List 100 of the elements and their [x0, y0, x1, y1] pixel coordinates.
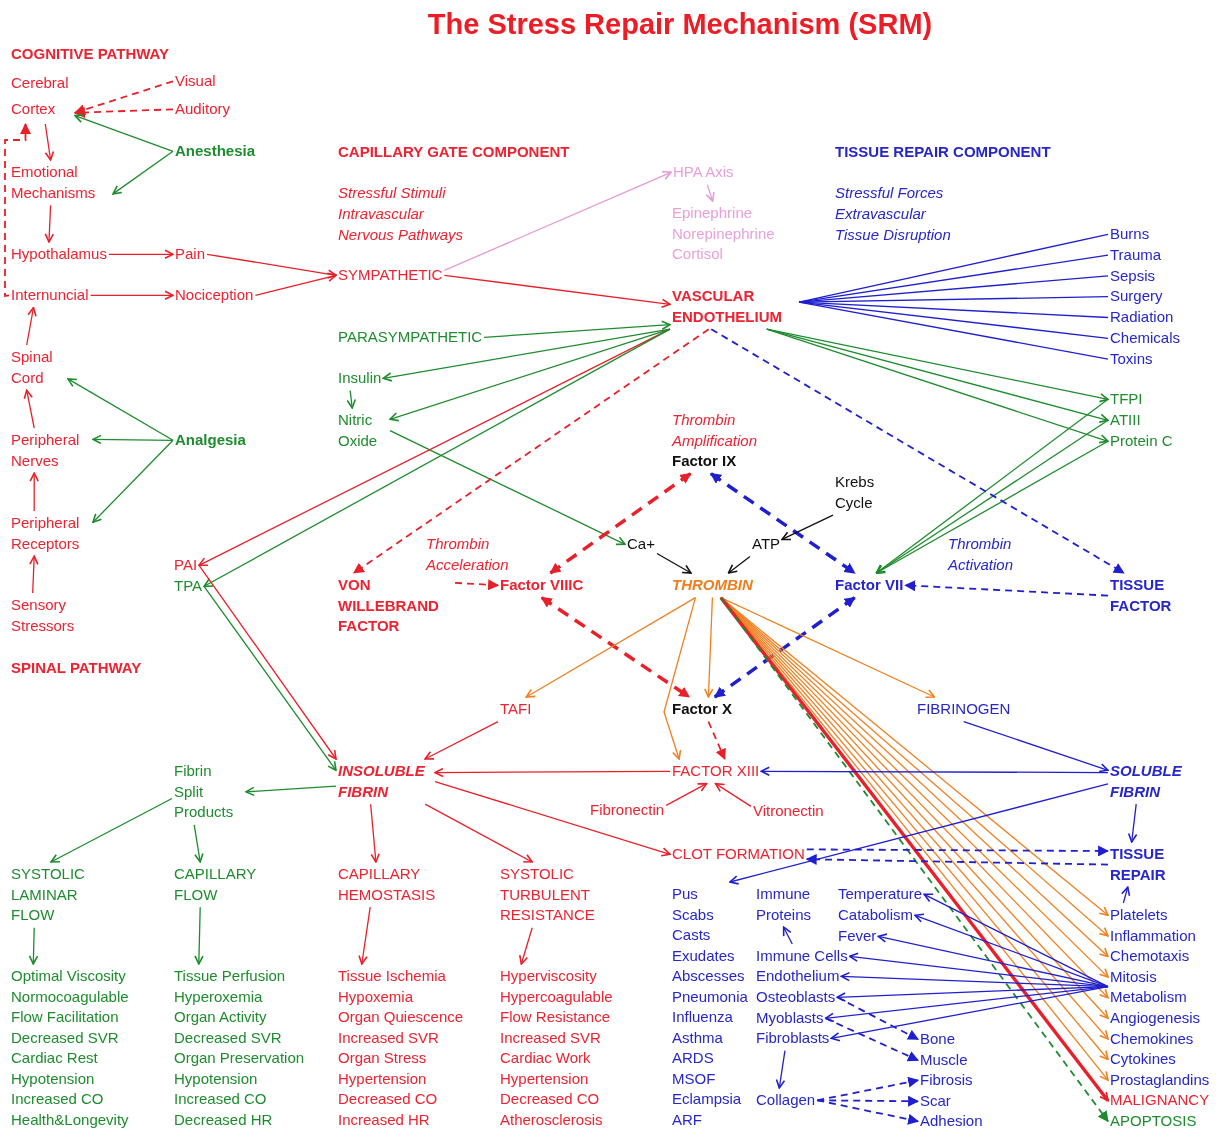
- term-label: Osteoblasts: [756, 987, 836, 1008]
- list-item: Hypercoagulable: [500, 986, 613, 1007]
- arrow: [519, 927, 533, 965]
- section-heading: SPINAL PATHWAY: [11, 658, 142, 678]
- arrow: [44, 204, 55, 243]
- term-label: INSOLUBLE FIBRIN: [338, 761, 433, 803]
- arrow: [963, 720, 1109, 773]
- term-label: Sensory Stressors: [11, 595, 86, 637]
- arrow: [44, 123, 55, 161]
- term-label: MALIGNANCY: [1110, 1090, 1210, 1111]
- arrow: [727, 555, 751, 574]
- term-label: SYSTOLIC LAMINAR FLOW: [11, 864, 91, 926]
- list-item: Hypotension: [174, 1068, 259, 1089]
- list-item: Hyperoxemia: [174, 986, 264, 1007]
- term-label: TPA: [174, 576, 203, 597]
- arrow: [781, 514, 834, 541]
- term-label: Chemokines: [1110, 1028, 1194, 1050]
- pathway-label: PARASYMPATHETIC: [338, 327, 483, 348]
- term-label: SYSTOLIC TURBULENT RESISTANCE: [500, 864, 610, 926]
- arrow: [434, 780, 671, 857]
- list-item: Hypotension: [11, 1068, 96, 1089]
- term-label: Fibroblasts: [756, 1028, 830, 1049]
- arrow: [816, 1095, 920, 1107]
- section-heading: TISSUE REPAIR COMPONENT: [835, 142, 1051, 162]
- term-label: Spinal Cord: [11, 347, 66, 389]
- term-label: FIBRINOGEN: [917, 699, 1011, 720]
- arrow: [29, 472, 39, 512]
- term-label: Immune Cells: [756, 946, 848, 967]
- annotation-text: Thrombin Acceleration: [426, 534, 510, 575]
- list-item: Organ Preservation: [174, 1048, 305, 1068]
- term-label: Hypothalamus: [11, 244, 107, 265]
- arrow: [914, 913, 1109, 988]
- term-label: CAPILLARY HEMOSTASIS: [338, 864, 448, 906]
- term-label: TISSUE FACTOR: [1110, 575, 1185, 617]
- list-item: Normocoagulable: [11, 986, 129, 1007]
- term-label: Visual: [175, 71, 216, 92]
- term-label: Radiation: [1110, 307, 1174, 328]
- term-label: Burns: [1110, 224, 1150, 245]
- arrow: [443, 171, 672, 272]
- arrow: [663, 596, 697, 760]
- term-label: Bone: [920, 1029, 956, 1050]
- annotation-text: Intravascular: [338, 204, 424, 224]
- arrow: [254, 272, 337, 296]
- term-label: Factor X: [672, 699, 732, 720]
- arrow: [805, 853, 1109, 866]
- arrow: [370, 803, 380, 863]
- list-item: Cortisol: [672, 244, 724, 265]
- hub-label: VASCULAR ENDOTHELIUM: [672, 286, 797, 328]
- list-item: Health&Longevity: [11, 1109, 129, 1130]
- arrow: [836, 996, 919, 1041]
- double-arrow: [549, 472, 692, 575]
- arrow: [352, 328, 710, 574]
- double-arrow: [713, 596, 856, 699]
- arrow: [729, 783, 1109, 885]
- arrow: [424, 720, 499, 760]
- list-item: Decreased CO: [338, 1089, 439, 1109]
- hub-label: THROMBIN: [672, 575, 753, 596]
- section-heading: COGNITIVE PATHWAY: [11, 44, 170, 64]
- arrow: [714, 782, 752, 808]
- term-label: Fibronectin: [590, 800, 665, 821]
- arrow: [203, 585, 337, 772]
- list-item: Norepinephrine: [672, 223, 775, 244]
- annotation-text: Stressful Forces: [835, 183, 944, 203]
- double-arrow: [709, 472, 856, 575]
- term-label: Emotional Mechanisms: [11, 162, 111, 204]
- arrow: [245, 785, 337, 797]
- arrow: [73, 106, 174, 118]
- list-item: Epinephrine: [672, 203, 754, 223]
- arrow: [206, 253, 337, 279]
- arrow: [665, 782, 708, 807]
- term-label: CAPILLARY FLOW: [174, 864, 264, 906]
- term-label: Peripheral Nerves: [11, 430, 91, 472]
- arrow: [656, 552, 692, 574]
- arrow: [26, 306, 37, 346]
- list-item: Optimal Viscosity: [11, 966, 127, 986]
- term-label: Auditory: [175, 99, 231, 120]
- term-label: Angiogenesis: [1110, 1008, 1201, 1029]
- list-item: Exudates: [672, 945, 736, 966]
- term-label: Fibrosis: [920, 1070, 973, 1091]
- term-label: Muscle: [920, 1050, 968, 1071]
- term-label: Factor IX: [672, 451, 737, 472]
- arrow: [28, 927, 39, 965]
- arrow: [92, 439, 174, 524]
- term-label: Collagen: [756, 1090, 816, 1111]
- term-label: Catabolism: [838, 905, 914, 926]
- annotation-text: Thrombin Amplification: [672, 410, 759, 451]
- arrow: [760, 766, 1109, 777]
- term-label: Mitosis: [1110, 966, 1157, 988]
- term-label: Endothelium: [756, 966, 840, 987]
- list-item: Decreased SVR: [11, 1027, 120, 1048]
- term-label: TAFI: [500, 699, 532, 720]
- connector-line: [798, 301, 1109, 360]
- term-label: Anesthesia: [175, 141, 256, 162]
- list-item: Influenza: [672, 1007, 734, 1027]
- term-label: Nitric Oxide: [338, 410, 388, 452]
- list-item: Decreased SVR: [174, 1027, 283, 1048]
- arrow: [424, 803, 533, 863]
- arrow: [705, 183, 715, 202]
- term-label: Trauma: [1110, 244, 1162, 266]
- term-label: SOLUBLE FIBRIN: [1110, 761, 1200, 803]
